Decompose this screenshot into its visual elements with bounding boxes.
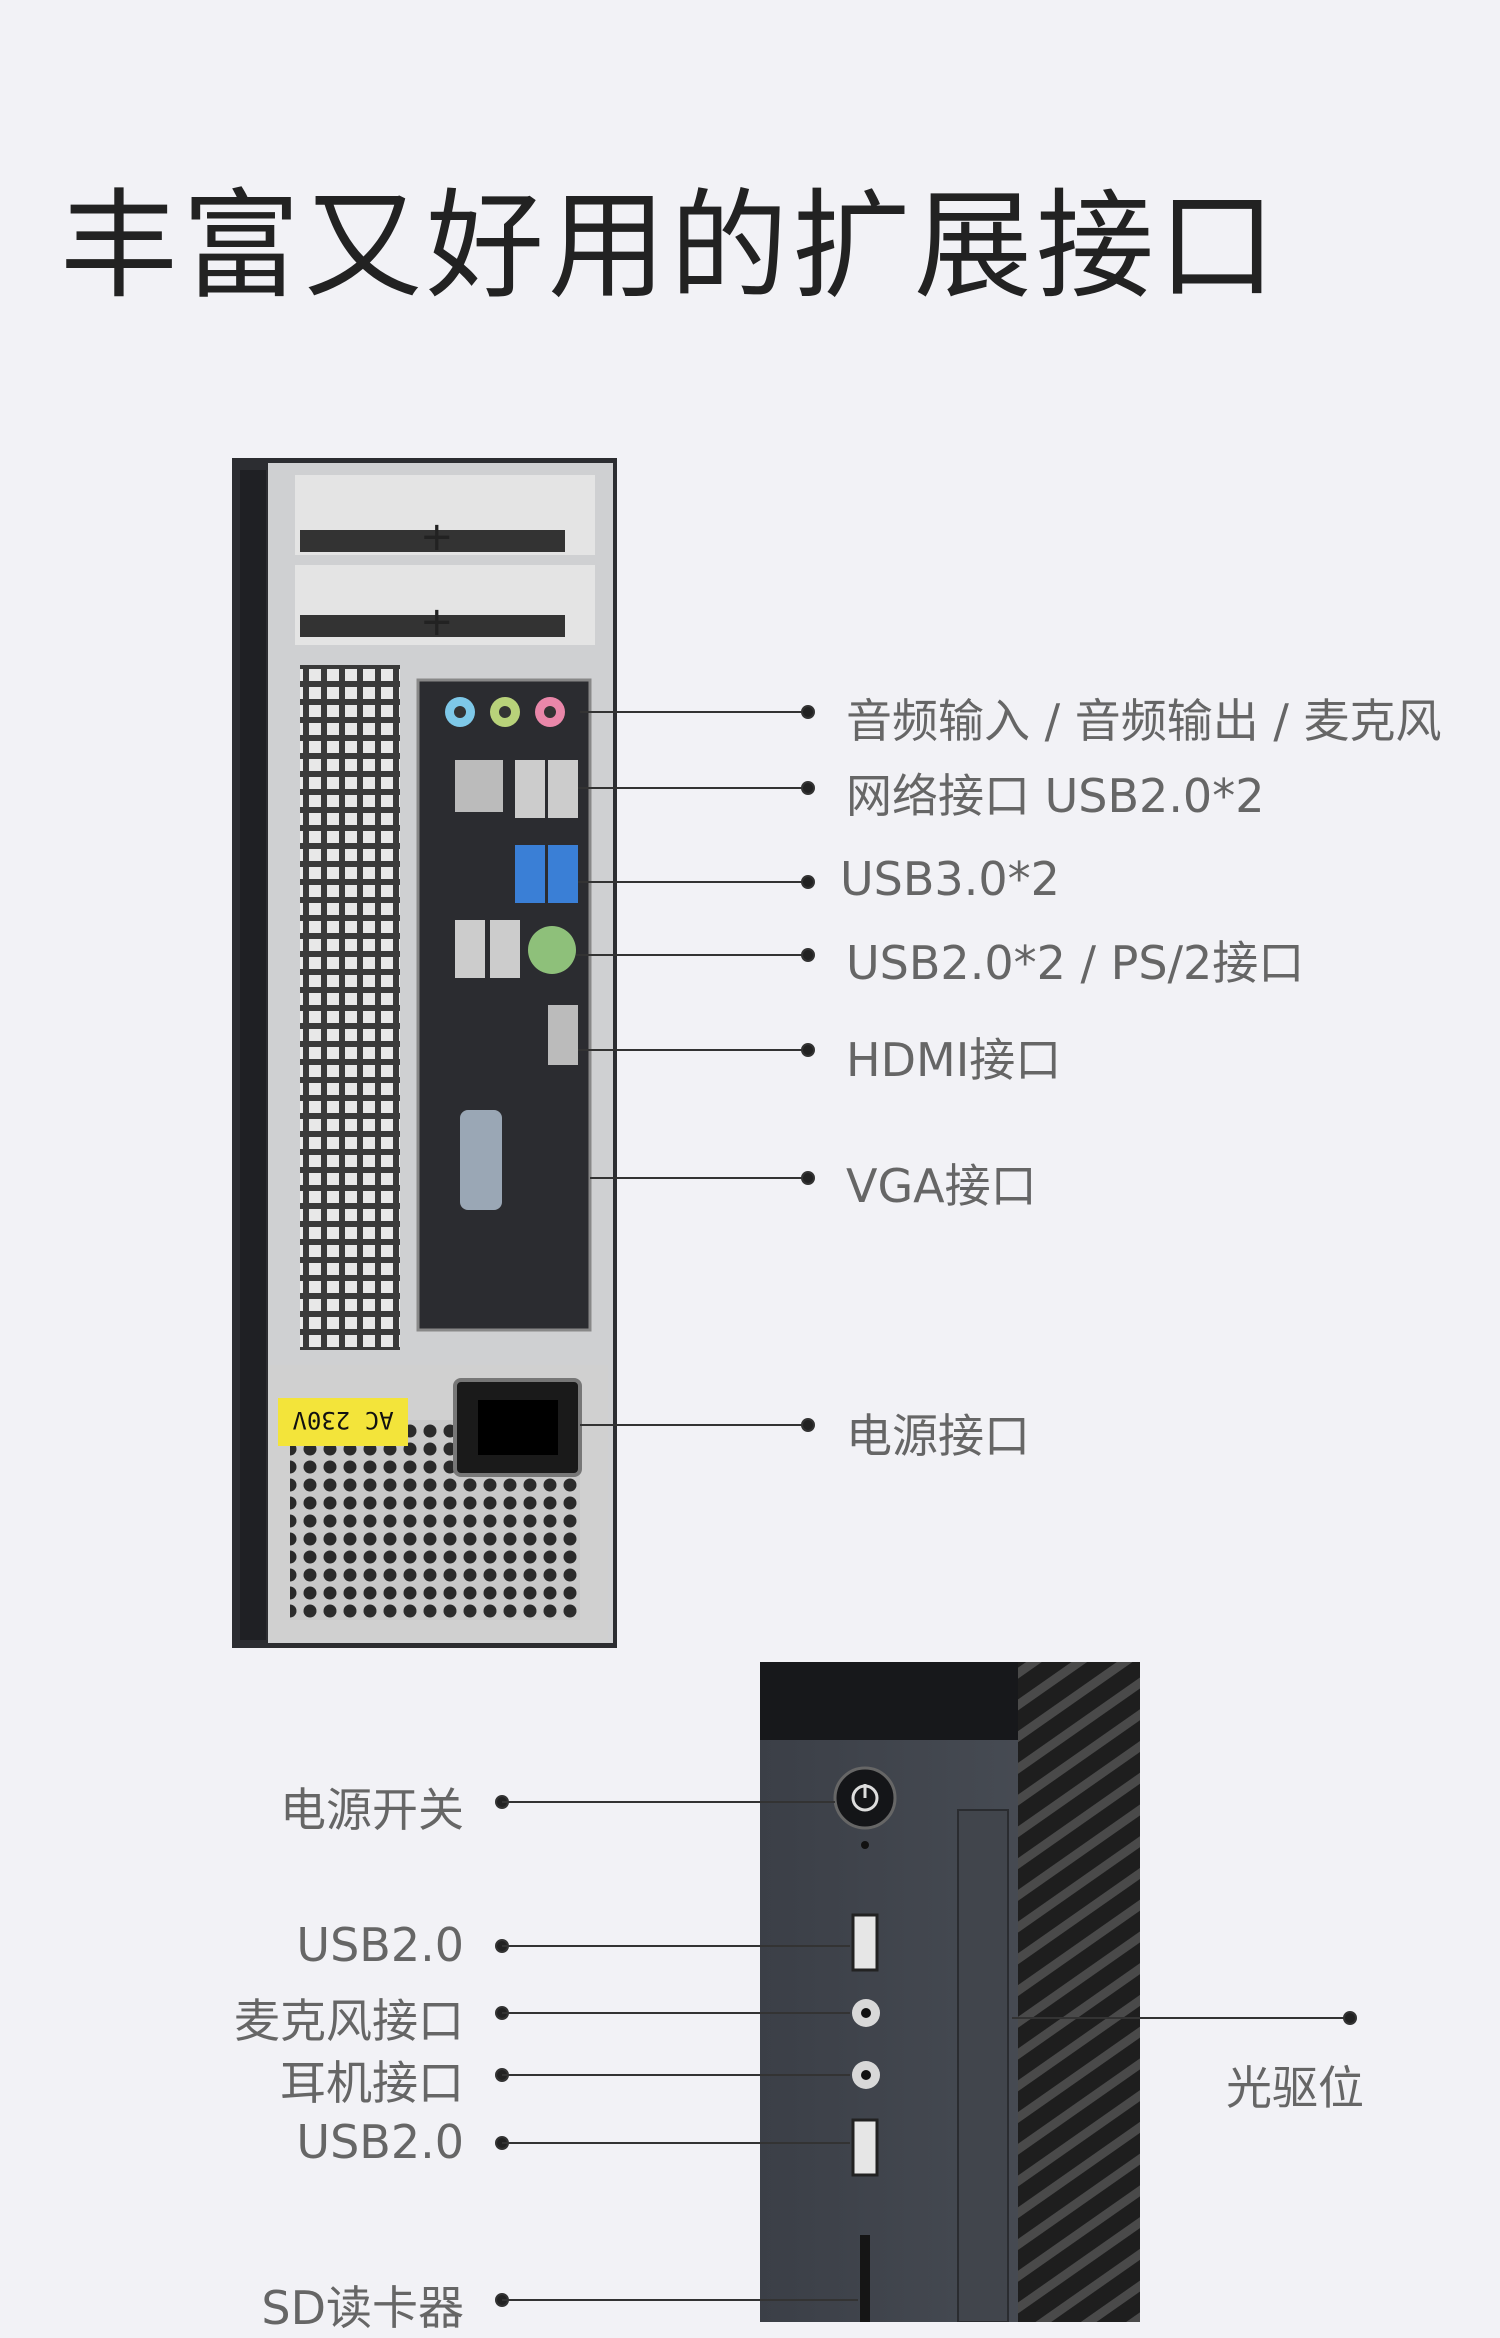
label-optical-drive: 光驱位 bbox=[1226, 2061, 1364, 2115]
label-front-usb-1: USB2.0 bbox=[296, 1918, 464, 1972]
label-power-inlet: 电源接口 bbox=[846, 1409, 1030, 1463]
svg-text:+: + bbox=[420, 599, 454, 645]
label-audio-ports: 音频输入 / 音频输出 / 麦克风 bbox=[846, 694, 1442, 748]
page-title: 丰富又好用的扩展接口 bbox=[60, 177, 1281, 315]
label-vga: VGA接口 bbox=[846, 1159, 1037, 1213]
label-hdmi: HDMI接口 bbox=[846, 1033, 1062, 1087]
label-sd-reader: SD读卡器 bbox=[261, 2281, 464, 2335]
label-headphone-port: 耳机接口 bbox=[280, 2056, 464, 2110]
label-usb3: USB3.0*2 bbox=[840, 852, 1060, 906]
label-power-switch: 电源开关 bbox=[280, 1783, 464, 1837]
rear-chassis: + + AC 230V bbox=[232, 458, 617, 1648]
label-front-usb-2: USB2.0 bbox=[296, 2115, 464, 2169]
label-mic-port: 麦克风接口 bbox=[234, 1994, 464, 2048]
label-usb2-ps2: USB2.0*2 / PS/2接口 bbox=[846, 936, 1305, 990]
front-chassis bbox=[760, 1662, 1140, 2322]
front-leader-lines bbox=[495, 1795, 1357, 2307]
svg-text:+: + bbox=[420, 514, 454, 560]
label-network-usb2: 网络接口 USB2.0*2 bbox=[846, 769, 1265, 823]
psu-sticker: AC 230V bbox=[292, 1406, 393, 1434]
rear-leader-lines bbox=[576, 705, 815, 1432]
